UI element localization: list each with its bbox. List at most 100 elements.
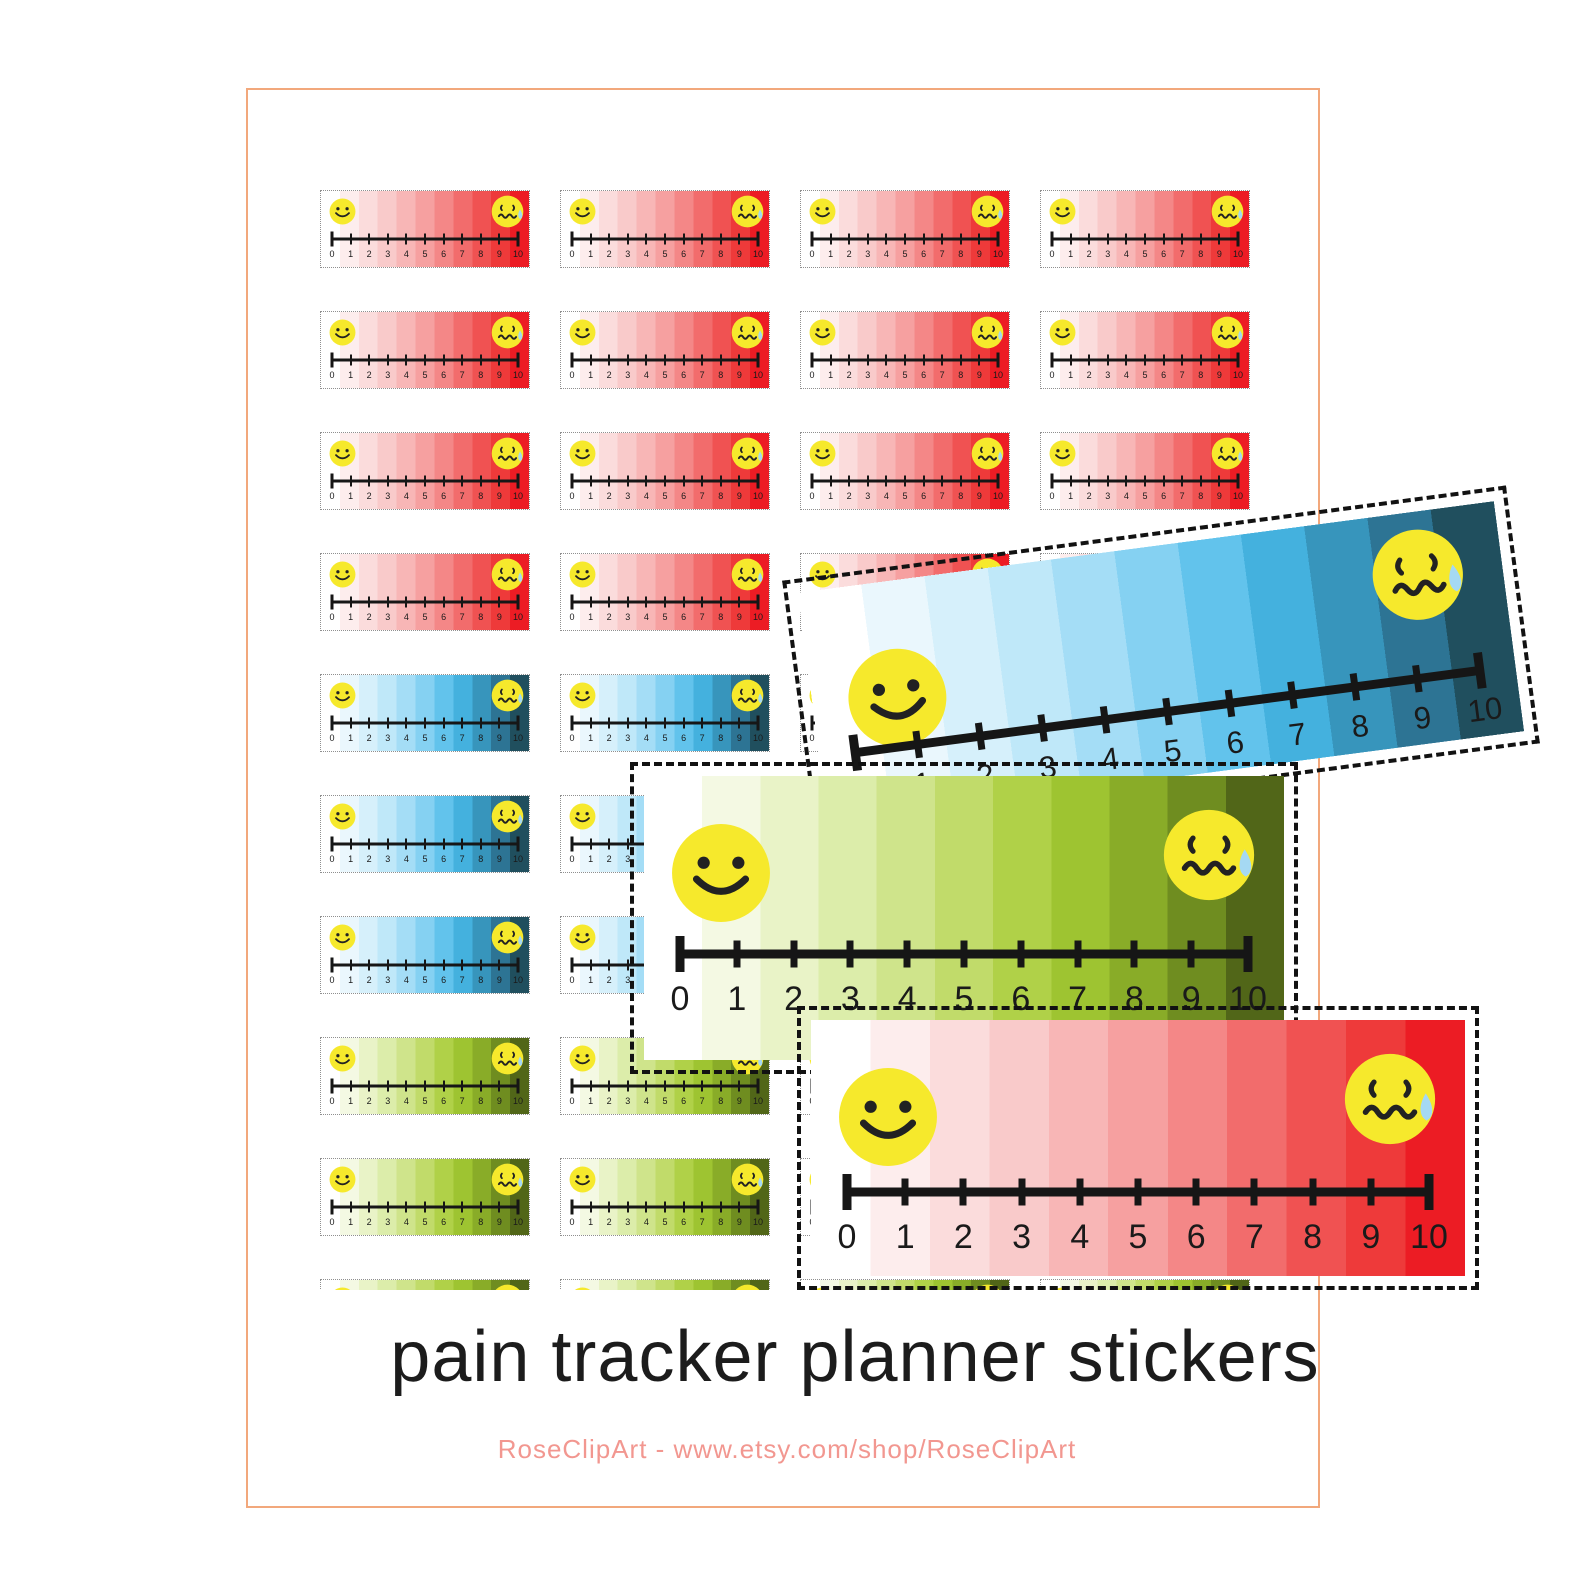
left-eye [499,930,503,938]
pain-face-icon [491,1042,524,1075]
scale-number-label: 6 [681,1217,687,1227]
happy-face-icon [569,803,596,830]
tick-mark [1181,475,1184,487]
scale-number-label: 0 [569,370,575,380]
face-circle [731,679,764,712]
scale-number-label: 0 [809,249,815,259]
scale-number-label: 8 [958,249,964,259]
tick-mark [330,352,334,368]
tick-mark [349,959,352,971]
tick-mark [682,233,685,245]
face-circle [574,1287,591,1290]
tick-mark [461,838,464,850]
tick-mark [405,838,408,850]
scale-number-label: 3 [385,491,391,501]
tick-mark [626,1080,629,1092]
tick-mark [682,1201,685,1213]
scale-number-label: 6 [441,1217,447,1227]
face-circle [491,679,524,712]
face-circle [329,440,356,467]
scale-number-label: 0 [569,854,575,864]
scale-number-label: 3 [385,733,391,743]
scale-number-label: 0 [329,1096,335,1106]
tick-mark [386,596,389,608]
number-line [570,715,760,731]
scale-number-label: 9 [496,733,502,743]
scale-number-label: 2 [366,1096,372,1106]
tick-mark [1250,1178,1258,1206]
tick-mark [1199,354,1202,366]
scale-number-label: 8 [718,491,724,501]
wavy-mouth [497,455,518,461]
happy-face-icon [329,198,356,225]
scale-number-label: 6 [1186,1218,1206,1256]
scale-number-label: 0 [670,980,690,1018]
tick-mark [922,354,925,366]
scale-number-label: 8 [478,249,484,259]
scale-number-label: 4 [403,249,409,259]
scale-number-label: 5 [422,854,428,864]
left-eye [872,683,886,696]
tick-mark [516,594,520,610]
tear-drop-icon [1449,564,1462,592]
tick-mark [701,354,704,366]
tick-mark [904,354,906,366]
scale-number-label: 10 [512,854,524,864]
tick-mark [996,231,1000,247]
scale-number-label: 8 [478,975,484,985]
happy-face-icon [848,648,947,747]
tick-mark [756,594,760,610]
pain-face-icon [491,316,524,349]
scale-number-label: 10 [512,491,524,501]
tick-mark [516,957,520,973]
scale-number-label: 4 [403,733,409,743]
right-eye [345,1054,349,1058]
scale-number-label: 1 [727,980,747,1018]
left-eye [576,933,580,937]
scale-number-label: 1 [588,370,594,380]
face-circle [971,316,1004,349]
scale-number-label: 1 [588,491,594,501]
smile-mouth [335,696,350,702]
right-eye [345,691,349,695]
right-eye [825,328,829,332]
right-eye [585,812,589,816]
scale-number-label: 6 [1224,724,1246,761]
wavy-mouth [737,334,758,340]
tick-mark [682,354,685,366]
tick-mark [846,940,854,968]
tick-mark [664,717,666,729]
tick-mark [756,473,760,489]
scale-number-label: 5 [662,370,668,380]
scale-number-label: 1 [828,491,834,501]
smile-mouth [335,575,350,581]
tick-mark [719,1201,722,1213]
tick-mark [848,354,851,366]
scale-number-label: 2 [606,491,612,501]
scale-number-label: 10 [512,975,524,985]
tick-mark [570,594,574,610]
tick-mark [1473,652,1487,689]
scale-number-label: 3 [385,1096,391,1106]
right-eye [512,204,516,212]
right-eye [907,679,920,692]
scale-number-label: 6 [1161,370,1167,380]
tick-mark [645,354,648,366]
tick-mark [810,473,814,489]
right-eye [512,567,516,575]
face-circle [329,1166,356,1193]
tick-mark [349,596,352,608]
tick-mark [498,959,501,971]
scale-number-label: 9 [1361,1218,1381,1256]
scale-number-label: 7 [699,733,705,743]
wavy-mouth [1217,455,1238,461]
scale-number-label: 2 [606,249,612,259]
scale-number-label: 4 [643,491,649,501]
tick-mark [701,717,704,729]
wavy-mouth [497,1060,518,1066]
pain-face-icon [731,437,764,470]
scale-number-label: 1 [588,249,594,259]
tick-mark [1074,940,1082,968]
